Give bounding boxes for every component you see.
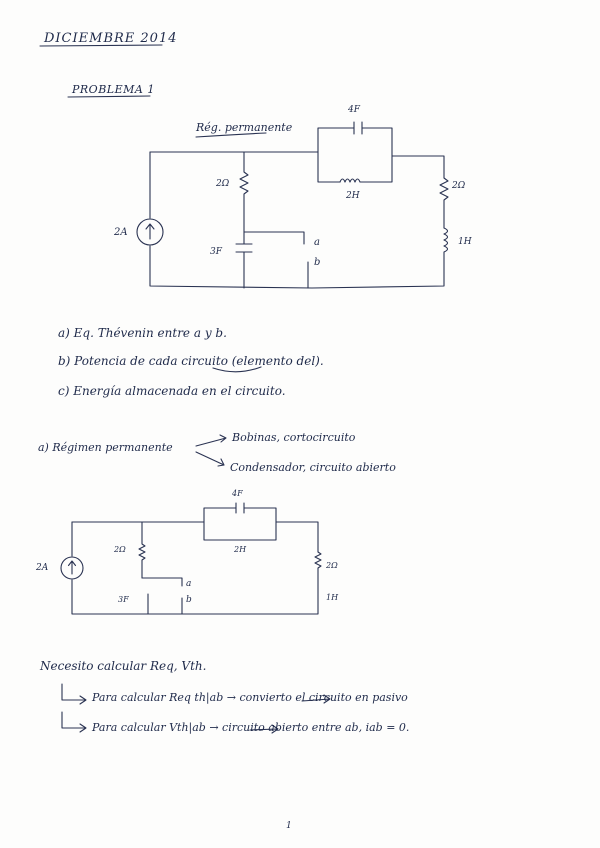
problem-underline bbox=[67, 95, 151, 98]
note-arrow-1-icon bbox=[61, 683, 87, 705]
problem-heading: PROBLEMA 1 bbox=[72, 83, 155, 96]
c2-cap-top-label: 4F bbox=[232, 489, 243, 498]
c2-wire-to-a bbox=[141, 577, 183, 587]
arrow-case1-icon bbox=[195, 434, 227, 447]
c2-r-right-label: 2Ω bbox=[326, 561, 338, 570]
c2-node-b: b bbox=[186, 595, 192, 605]
note-arrow-4-icon bbox=[249, 724, 279, 734]
c1-ind-right-label: 1H bbox=[458, 237, 472, 247]
c1-cap-3f bbox=[235, 243, 253, 253]
c1-cap-top-label: 4F bbox=[348, 105, 360, 115]
c2-ind-right-label: 1H bbox=[326, 593, 339, 602]
c2-res-right bbox=[314, 551, 322, 593]
c1-current-source bbox=[136, 218, 164, 246]
c1-ind-1h bbox=[443, 227, 449, 259]
question-a: a) Eq. Thévenin entre a y b. bbox=[58, 326, 227, 340]
c1-res-left bbox=[239, 151, 249, 233]
c1-source-arrow-icon bbox=[145, 223, 155, 240]
date-underline bbox=[39, 44, 163, 47]
c2-parallel-block bbox=[203, 507, 277, 541]
c1-res-right bbox=[439, 177, 449, 229]
date-heading: DICIEMBRE 2014 bbox=[44, 31, 178, 46]
c1-ind-2h bbox=[339, 178, 363, 183]
c2-cap-4f bbox=[235, 502, 245, 514]
c2-source-label: 2A bbox=[36, 563, 49, 573]
c1-bottom-wire-right bbox=[311, 257, 445, 289]
c1-r-left-label: 2Ω bbox=[216, 179, 230, 189]
c1-cap-left-label: 3F bbox=[210, 247, 222, 257]
c1-source-label: 2A bbox=[114, 227, 128, 238]
notes-line-1: Necesito calcular Req, Vth. bbox=[40, 659, 207, 673]
note-arrow-2-icon bbox=[61, 711, 87, 733]
c1-title-underline bbox=[195, 132, 267, 138]
c2-source-arrow-icon bbox=[67, 560, 77, 575]
answer-case-2: Condensador, circuito abierto bbox=[230, 461, 396, 474]
circuit-1 bbox=[136, 121, 449, 289]
notes-line-3: Para calcular Vth|ab → circuito abierto … bbox=[92, 721, 410, 734]
c2-bottom-wire bbox=[71, 579, 319, 615]
c2-r-left-label: 2Ω bbox=[114, 545, 126, 554]
c2-ind-top-label: 2H bbox=[234, 545, 247, 554]
notes-line-2: Para calcular Req th|ab → convierto el c… bbox=[92, 691, 408, 704]
page-number: 1 bbox=[286, 821, 292, 831]
c2-cap-left-label: 3F bbox=[118, 595, 129, 604]
question-b: b) Potencia de cada circuito (elemento d… bbox=[58, 354, 324, 368]
c2-current-source bbox=[60, 556, 84, 580]
c1-wire-to-a bbox=[243, 231, 305, 245]
answer-case-1: Bobinas, cortocircuito bbox=[232, 431, 356, 444]
note-arrow-3-icon bbox=[301, 694, 331, 704]
c1-node-a: a bbox=[314, 237, 320, 248]
c1-bottom-wire-left bbox=[149, 245, 313, 289]
answer-heading: a) Régimen permanente bbox=[38, 441, 173, 454]
c1-parallel-block bbox=[317, 127, 393, 183]
c1-top-wire-right bbox=[391, 155, 445, 179]
c1-title: Rég. permanente bbox=[196, 121, 293, 134]
c1-cap-4f bbox=[353, 121, 363, 135]
c2-node-a: a bbox=[186, 579, 192, 589]
arrow-case2-icon bbox=[195, 451, 225, 467]
c1-node-b: b bbox=[314, 257, 321, 268]
c2-res-left bbox=[138, 521, 146, 579]
c2-top-wire-right bbox=[275, 521, 319, 553]
circuit-2 bbox=[60, 502, 322, 615]
c1-ind-top-label: 2H bbox=[346, 191, 360, 201]
c1-r-right-label: 2Ω bbox=[452, 181, 466, 191]
question-b-brace bbox=[212, 366, 262, 373]
question-c: c) Energía almacenada en el circuito. bbox=[58, 384, 286, 398]
